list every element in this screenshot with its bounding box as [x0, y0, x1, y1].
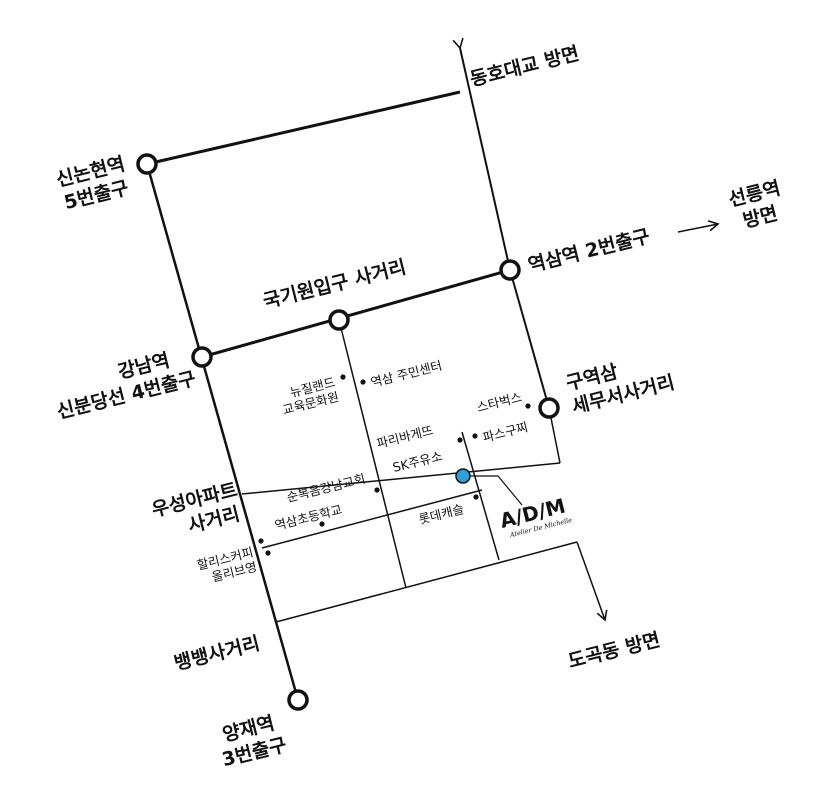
road-yeoksam-guyeoksam — [509, 269, 550, 409]
adm-location-marker[interactable] — [455, 468, 471, 484]
poi-pasgucci: 파스구찌 — [481, 419, 529, 445]
school-dot — [319, 521, 325, 527]
road-dogok-direction — [576, 541, 608, 622]
adm-leader-line — [470, 475, 523, 506]
road-lotte-south — [461, 431, 500, 561]
guyeoksam-marker[interactable] — [538, 397, 560, 419]
gukgiwon-marker[interactable] — [328, 309, 350, 331]
road-gukgiwon-south — [338, 319, 407, 589]
poi-sk: SK주유소 — [391, 448, 444, 475]
road-gangnam-yeoksam — [201, 268, 511, 359]
label-yeoksam-station: 역삼역 2번출구 — [526, 225, 652, 277]
hollys-dot — [258, 538, 264, 544]
yangjae-station-marker[interactable] — [287, 689, 309, 711]
yeoksam-station-marker[interactable] — [499, 259, 521, 281]
road-west-main — [145, 163, 300, 701]
oliveyoung-dot — [265, 550, 271, 556]
poi-community: 역삼 주민센터 — [369, 358, 443, 390]
poi-starbucks: 스타벅스 — [475, 389, 523, 415]
adm-logo: A/D/M Atelier De Michelle — [497, 493, 573, 539]
label-dogok: 도곡동 방면 — [566, 629, 663, 673]
community-dot — [360, 379, 366, 385]
poi-school: 역삼초등학교 — [273, 502, 344, 533]
road-seolleung-direction — [677, 220, 720, 233]
road-sinnonhyeon-dongho — [146, 90, 461, 166]
newzealand-dot — [340, 374, 346, 380]
label-dongho: 동호대교 방면 — [468, 43, 582, 91]
label-baengbaeng: 뱅뱅사거리 — [172, 632, 262, 674]
church-dot — [374, 487, 380, 493]
poi-church: 순복음강남교회 — [285, 471, 367, 505]
road-baengbaeng — [275, 541, 578, 623]
sinnonhyeon-station-marker[interactable] — [136, 153, 158, 175]
road-sk-lane — [241, 462, 561, 495]
road-church-lane — [261, 489, 483, 549]
pasgucci-dot — [472, 433, 478, 439]
paris-dot — [457, 437, 463, 443]
gangnam-station-marker[interactable] — [191, 346, 213, 368]
poi-paris: 파리바게뜨 — [375, 422, 434, 450]
lotte-dot — [473, 494, 479, 500]
starbucks-dot — [525, 403, 531, 409]
road-dongho-north — [452, 37, 511, 271]
